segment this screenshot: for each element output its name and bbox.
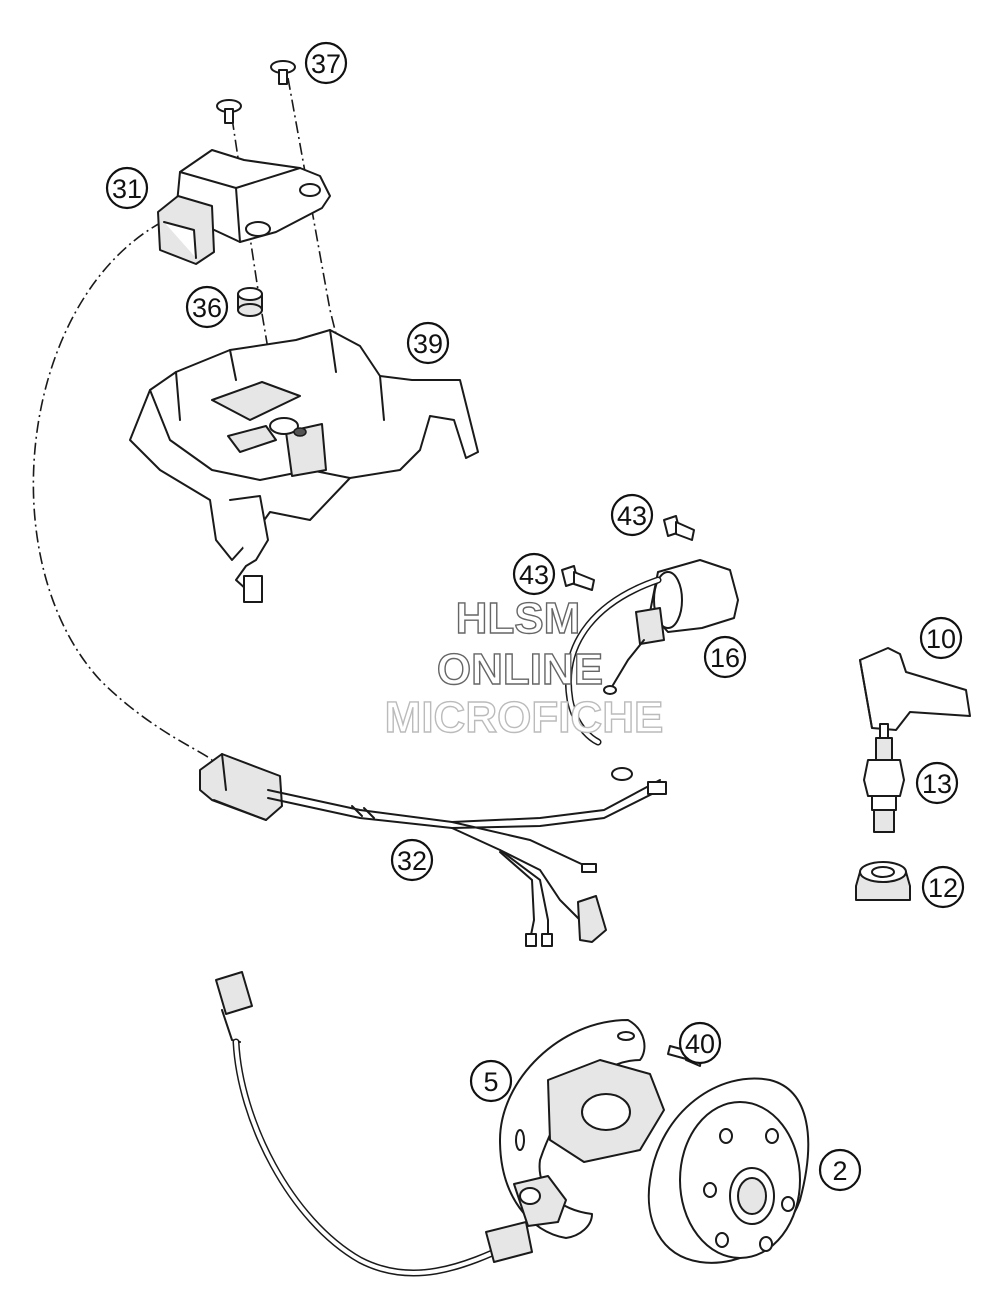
callout-label: 10 xyxy=(926,624,956,654)
ignition-coil-16 xyxy=(565,559,739,746)
callout-12: 12 xyxy=(921,865,965,909)
holder-39 xyxy=(129,329,479,603)
watermark-line-2: ONLINE xyxy=(437,645,603,694)
callout-10: 10 xyxy=(919,616,963,660)
control-unit-31 xyxy=(157,149,331,265)
rotor-2 xyxy=(647,1077,810,1264)
watermark-line-3: MICROFICHE xyxy=(385,693,664,742)
stator-5 xyxy=(499,1019,665,1239)
callout-43-upper: 43 xyxy=(610,493,654,537)
seal-12 xyxy=(855,861,911,901)
watermark-line-1: HLSM xyxy=(456,594,581,643)
callout-16: 16 xyxy=(703,635,747,679)
callout-2: 2 xyxy=(818,1148,862,1192)
callout-5: 5 xyxy=(469,1059,513,1103)
callout-label: 39 xyxy=(413,329,443,359)
callout-label: 40 xyxy=(685,1029,715,1059)
callout-label: 5 xyxy=(483,1067,498,1097)
callout-39: 39 xyxy=(406,321,450,365)
callout-31: 31 xyxy=(105,166,149,210)
screw-37-lower xyxy=(216,99,242,124)
callout-32: 32 xyxy=(390,838,434,882)
callout-label: 2 xyxy=(832,1156,847,1186)
callout-label: 13 xyxy=(922,769,952,799)
bolt-43-lower xyxy=(561,565,595,591)
callout-label: 36 xyxy=(192,293,222,323)
callout-43-lower: 43 xyxy=(512,552,556,596)
wiring-harness-32 xyxy=(199,753,667,947)
callout-36: 36 xyxy=(185,285,229,329)
bolt-43-upper xyxy=(663,515,695,541)
grommet-36 xyxy=(237,287,263,317)
callout-label: 16 xyxy=(710,643,740,673)
spark-plug-13 xyxy=(863,723,905,833)
callout-label: 12 xyxy=(928,873,958,903)
callout-label: 43 xyxy=(519,560,549,590)
callout-label: 37 xyxy=(311,49,341,79)
callout-label: 31 xyxy=(112,174,142,204)
callout-label: 32 xyxy=(397,846,427,876)
callout-40: 40 xyxy=(678,1021,722,1065)
callout-label: 43 xyxy=(617,501,647,531)
callout-13: 13 xyxy=(915,761,959,805)
spark-plug-cap-10 xyxy=(859,647,971,731)
screw-37-upper xyxy=(270,60,296,85)
callout-37: 37 xyxy=(304,41,348,85)
watermark: HLSM ONLINE MICROFICHE xyxy=(384,593,664,742)
stator-cable xyxy=(215,971,533,1277)
